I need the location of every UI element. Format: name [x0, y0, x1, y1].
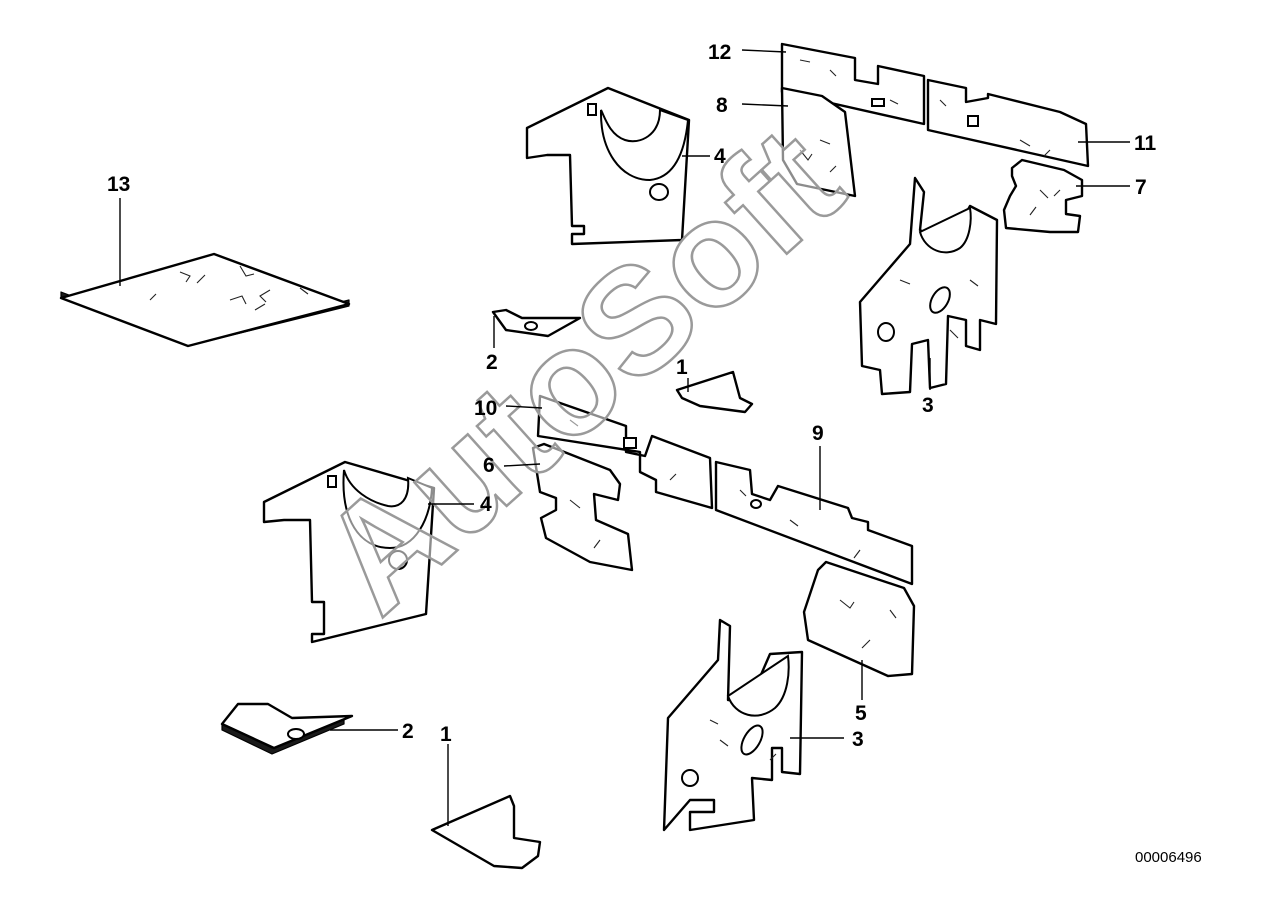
callout-10: 10 — [474, 397, 497, 420]
part-1-bracket-lower — [430, 794, 542, 870]
callout-3-upper: 3 — [922, 394, 934, 417]
part-9-insulation-strip — [714, 460, 914, 586]
callout-4-upper: 4 — [714, 145, 726, 168]
callout-5: 5 — [855, 702, 867, 725]
part-11-insulation-strip — [926, 78, 1090, 168]
callout-4-lower: 4 — [480, 493, 492, 516]
part-7-insulation-pad — [1002, 158, 1084, 234]
callout-9: 9 — [812, 422, 824, 445]
callout-8: 8 — [716, 94, 728, 117]
part-2-bracket-upper — [491, 308, 582, 338]
part-4-heat-shield-lower — [262, 460, 436, 644]
leader-lines — [119, 49, 1130, 826]
part-3-heat-shield-lower — [662, 618, 804, 832]
part-4-heat-shield-upper — [525, 86, 691, 246]
part-10-insulation-strip — [536, 394, 714, 510]
part-6-insulation-pad — [531, 442, 634, 572]
callout-2-lower: 2 — [402, 720, 414, 743]
part-1-bracket-upper — [675, 370, 754, 414]
callout-2-upper: 2 — [486, 351, 498, 374]
part-2-bracket-lower — [220, 702, 354, 755]
part-5-insulation-pad — [802, 560, 916, 678]
callout-7: 7 — [1135, 176, 1147, 199]
document-number: 00006496 — [1135, 849, 1202, 866]
part-8-insulation-pad — [780, 86, 857, 198]
callout-6: 6 — [483, 454, 495, 477]
callout-1-lower: 1 — [440, 723, 452, 746]
callout-labels: 13 12 8 4 11 7 2 1 3 10 9 6 4 5 3 2 1 — [107, 41, 1157, 751]
part-3-heat-shield-upper-right — [858, 176, 999, 396]
part-13-insulation-mat — [59, 252, 351, 348]
callout-12: 12 — [708, 41, 731, 64]
callout-1-upper: 1 — [676, 356, 688, 379]
callout-11: 11 — [1134, 132, 1157, 155]
callout-3-lower: 3 — [852, 728, 864, 751]
callout-13: 13 — [107, 173, 130, 196]
